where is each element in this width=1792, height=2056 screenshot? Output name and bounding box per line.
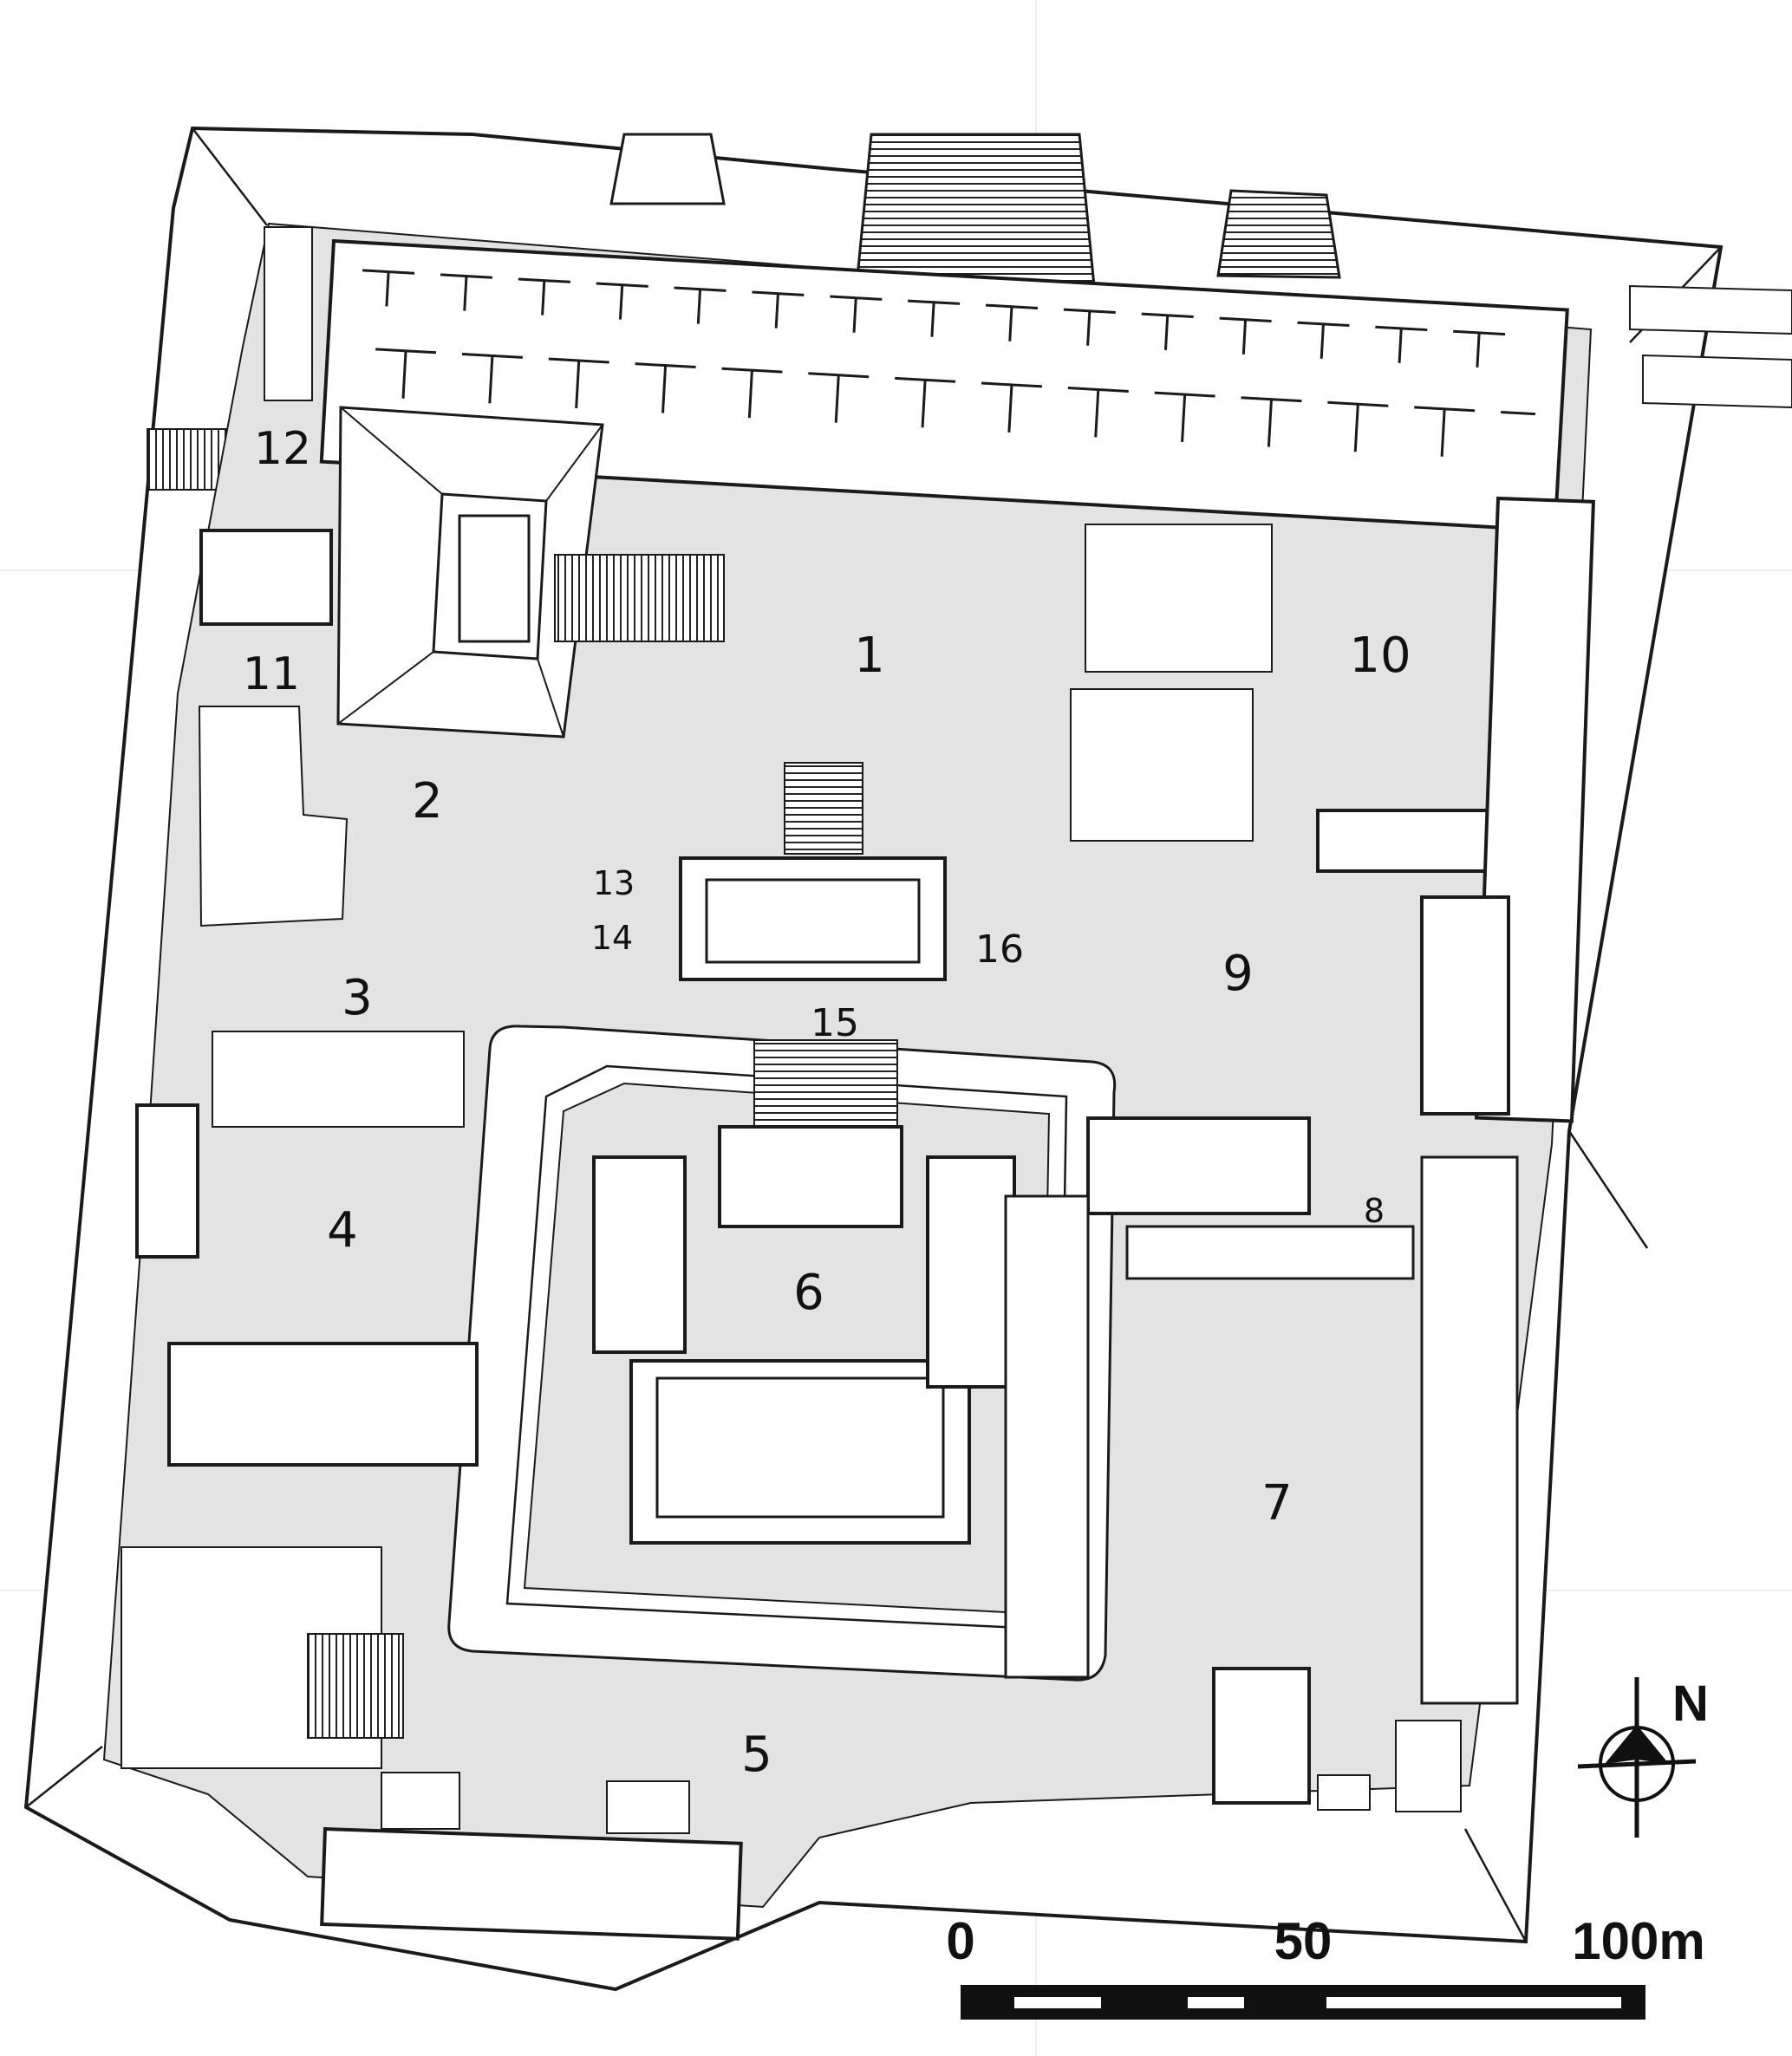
east-blocks — [1004, 1116, 1519, 1812]
south-range — [320, 1772, 743, 1941]
area-label-10: 10 — [1349, 628, 1411, 684]
area-label-4: 4 — [327, 1202, 358, 1259]
scale-tick-0: 0 — [946, 1912, 974, 1970]
area-label-11: 11 — [243, 648, 300, 700]
scale-tick-50: 50 — [1274, 1912, 1333, 1970]
area-label-7: 7 — [1261, 1475, 1293, 1532]
area-label-1: 1 — [854, 628, 885, 684]
scale-tick-100m: 100m — [1572, 1912, 1704, 1970]
area-label-3: 3 — [342, 970, 373, 1026]
area-label-15: 15 — [811, 1001, 859, 1045]
area-label-13: 13 — [593, 864, 635, 902]
west-platform — [336, 406, 725, 738]
scale-bar: 0 50 100m — [946, 1912, 1705, 2020]
area-label-12: 12 — [254, 423, 311, 475]
inner-compound — [447, 1025, 1117, 1682]
area-label-16: 16 — [975, 927, 1024, 972]
west-gate-block — [198, 226, 349, 927]
area-label-2: 2 — [412, 773, 443, 830]
area-label-14: 14 — [591, 919, 633, 957]
east-pavilions — [1070, 524, 1506, 873]
north-range — [319, 238, 1569, 533]
area-labels: 1 2 3 4 5 6 7 8 9 10 11 12 13 14 15 16 — [243, 423, 1411, 1783]
south-west-blocks — [121, 1031, 479, 1769]
area-label-5: 5 — [741, 1727, 772, 1783]
central-block — [679, 762, 947, 981]
area-label-8: 8 — [1364, 1192, 1385, 1230]
north-arrow-icon: N — [1577, 1675, 1709, 1838]
area-label-6: 6 — [793, 1265, 824, 1321]
east-range — [1420, 496, 1596, 1123]
area-label-9: 9 — [1222, 946, 1254, 1002]
north-label: N — [1672, 1675, 1709, 1732]
